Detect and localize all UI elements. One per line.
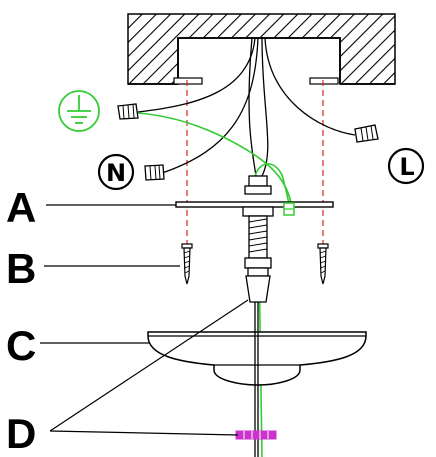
- mounting-screw-right: [317, 243, 329, 285]
- box-mounting-slots: [173, 77, 339, 85]
- neutral-label: N: [106, 159, 126, 187]
- neutral-badge: N: [97, 153, 135, 191]
- wire-nut-neutral: [144, 164, 165, 181]
- mounting-bracket: [175, 201, 334, 208]
- callout-c: C: [6, 322, 36, 369]
- canopy: [147, 331, 367, 386]
- supply-wires: [137, 37, 356, 177]
- ground-screw: [283, 202, 295, 216]
- ceiling: [127, 13, 396, 85]
- cable-clip: [235, 430, 277, 440]
- live-label: L: [399, 153, 414, 181]
- callout-d: D: [6, 410, 36, 457]
- threaded-nipple: [242, 175, 274, 303]
- ground-symbol-icon: [58, 90, 100, 132]
- callout-leaders: [40, 204, 249, 436]
- alignment-guides: [186, 80, 324, 244]
- wire-nut-ground: [117, 103, 139, 120]
- wire-nut-live: [354, 124, 379, 143]
- callout-b: B: [6, 245, 36, 292]
- mounting-screw-left: [181, 243, 193, 285]
- live-badge: L: [387, 147, 425, 185]
- callout-a: A: [6, 184, 36, 231]
